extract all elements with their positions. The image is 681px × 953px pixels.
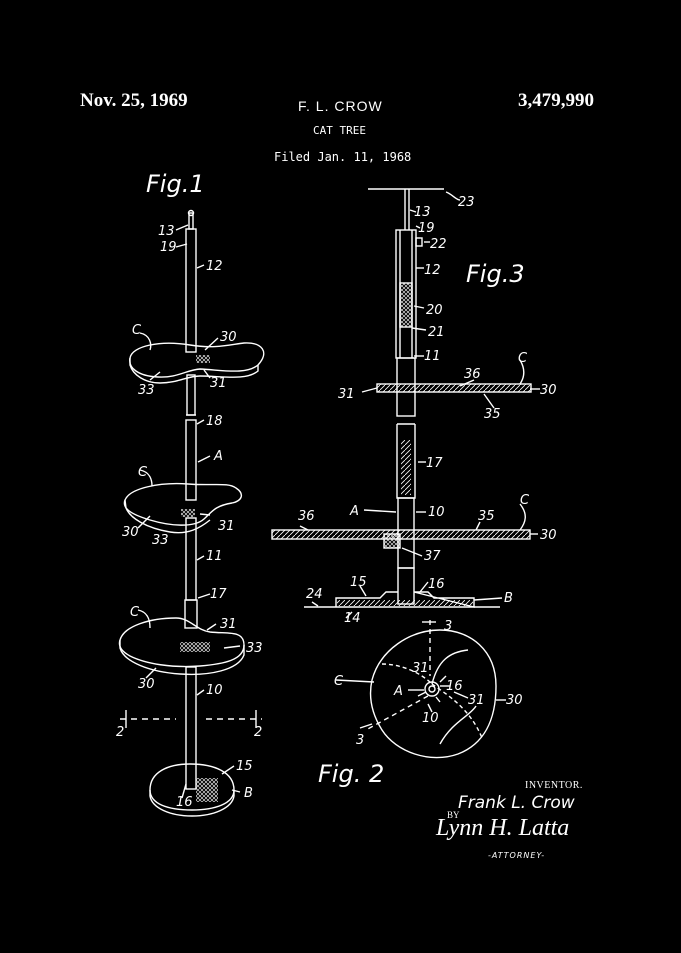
ref-b: B bbox=[504, 591, 513, 606]
filed-date: Filed Jan. 11, 1968 bbox=[274, 150, 412, 164]
ref-35: 35 bbox=[478, 509, 495, 524]
ref-30: 30 bbox=[540, 383, 557, 398]
ref-11: 11 bbox=[206, 549, 223, 564]
ref-19: 19 bbox=[160, 240, 177, 255]
ref-21: 21 bbox=[428, 325, 445, 340]
inventor-name: F. L. CROW bbox=[298, 98, 383, 114]
ref-23: 23 bbox=[458, 195, 475, 210]
ref-a: A bbox=[213, 449, 223, 464]
inventor-label: INVENTOR. bbox=[525, 780, 583, 791]
ref-33: 33 bbox=[138, 383, 155, 398]
ref-10: 10 bbox=[206, 683, 223, 698]
ref-31: 31 bbox=[468, 693, 485, 708]
ref-31: 31 bbox=[210, 376, 227, 391]
ref-33: 33 bbox=[152, 533, 169, 548]
ref-30: 30 bbox=[138, 677, 155, 692]
figure-3-numerals: 23 13 19 22 12 20 21 11 31 36 C 30 35 17… bbox=[298, 195, 557, 626]
figure-2-numerals: 3 C 31 A 16 31 30 10 3 bbox=[334, 619, 523, 748]
ref-33: 33 bbox=[246, 641, 263, 656]
figure-1-label: Fig.1 bbox=[146, 170, 205, 198]
ref-37: 37 bbox=[424, 549, 441, 564]
ref-20: 20 bbox=[426, 303, 443, 318]
ref-16: 16 bbox=[176, 795, 193, 810]
ref-31: 31 bbox=[220, 617, 237, 632]
ref-31: 31 bbox=[412, 661, 429, 676]
ref-30: 30 bbox=[506, 693, 523, 708]
ref-35: 35 bbox=[484, 407, 501, 422]
ref-16: 16 bbox=[428, 577, 445, 592]
ref-2: 2 bbox=[254, 725, 262, 740]
ref-a: A bbox=[349, 504, 359, 519]
figure-2-label: Fig. 2 bbox=[318, 760, 384, 788]
ref-c: C bbox=[132, 323, 142, 338]
patent-title: CAT TREE bbox=[313, 124, 366, 137]
ref-12: 12 bbox=[206, 259, 223, 274]
ref-36: 36 bbox=[298, 509, 315, 524]
ref-12: 12 bbox=[424, 263, 441, 278]
ref-3: 3 bbox=[444, 619, 452, 634]
ref-10: 10 bbox=[428, 505, 445, 520]
patent-number: 3,479,990 bbox=[518, 90, 594, 111]
attorney-signature: Lynn H. Latta bbox=[436, 815, 570, 841]
inventor-signature: Frank L. Crow bbox=[458, 793, 575, 813]
figure-1: Fig.1 bbox=[118, 170, 265, 817]
ref-18: 18 bbox=[206, 414, 223, 429]
ref-11: 11 bbox=[424, 349, 441, 364]
ref-30: 30 bbox=[220, 330, 237, 345]
attorney-label: -ATTORNEY- bbox=[488, 851, 546, 860]
ref-10: 10 bbox=[422, 711, 439, 726]
ref-c: C bbox=[518, 351, 528, 366]
ref-17: 17 bbox=[210, 587, 227, 602]
patent-date: Nov. 25, 1969 bbox=[80, 90, 188, 111]
figure-1-numerals: 13 19 12 30 C 33 31 18 A C 30 33 31 11 1… bbox=[116, 224, 263, 810]
ref-13: 13 bbox=[414, 205, 431, 220]
ref-15: 15 bbox=[350, 575, 367, 590]
figure-3: Fig.3 bbox=[271, 188, 540, 619]
ref-31: 31 bbox=[338, 387, 355, 402]
figure-2: Fig. 2 bbox=[318, 620, 506, 788]
ref-24: 24 bbox=[306, 587, 323, 602]
ref-c: C bbox=[138, 465, 148, 480]
ref-b: B bbox=[244, 786, 253, 801]
ref-c: C bbox=[334, 674, 344, 689]
ref-36: 36 bbox=[464, 367, 481, 382]
ref-17: 17 bbox=[426, 456, 443, 471]
figure-3-label: Fig.3 bbox=[466, 260, 525, 288]
ref-30: 30 bbox=[122, 525, 139, 540]
ref-30: 30 bbox=[540, 528, 557, 543]
ref-13: 13 bbox=[158, 224, 175, 239]
ref-2: 2 bbox=[116, 725, 124, 740]
ref-c: C bbox=[520, 493, 530, 508]
ref-22: 22 bbox=[430, 237, 447, 252]
ref-14: 14 bbox=[344, 611, 361, 626]
ref-19: 19 bbox=[418, 221, 435, 236]
ref-c: C bbox=[130, 605, 140, 620]
by-label: BY bbox=[447, 810, 460, 820]
ref-a: A bbox=[393, 684, 403, 699]
ref-31: 31 bbox=[218, 519, 235, 534]
ref-16: 16 bbox=[446, 679, 463, 694]
ref-3: 3 bbox=[356, 733, 364, 748]
ref-15: 15 bbox=[236, 759, 253, 774]
